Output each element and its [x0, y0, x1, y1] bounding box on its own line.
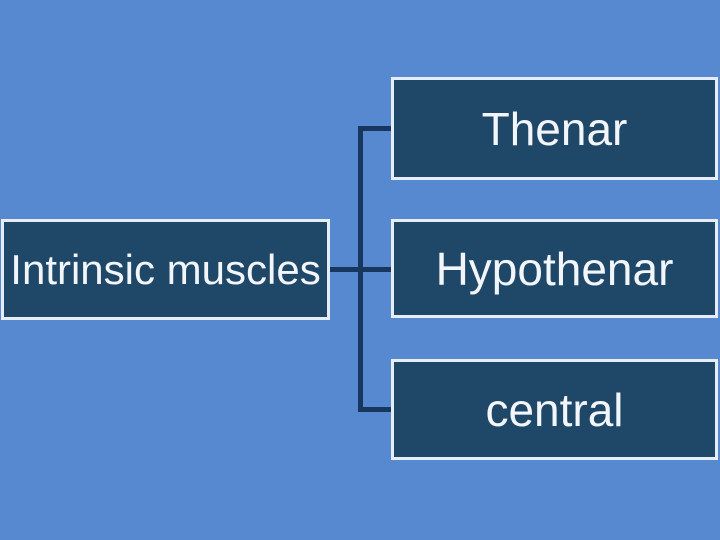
node-intrinsic-muscles: Intrinsic muscles	[1, 219, 330, 320]
node-hypothenar-label: Hypothenar	[435, 242, 674, 295]
node-thenar-label: Thenar	[481, 102, 628, 155]
connector-branch-thenar	[358, 126, 391, 131]
connector-branch-root	[327, 267, 391, 272]
node-central: central	[391, 359, 718, 460]
connector-branch-central	[358, 407, 391, 412]
node-central-label: central	[485, 383, 624, 436]
node-intrinsic-muscles-label: Intrinsic muscles	[10, 245, 321, 293]
node-thenar: Thenar	[391, 77, 718, 180]
node-hypothenar: Hypothenar	[391, 219, 718, 318]
